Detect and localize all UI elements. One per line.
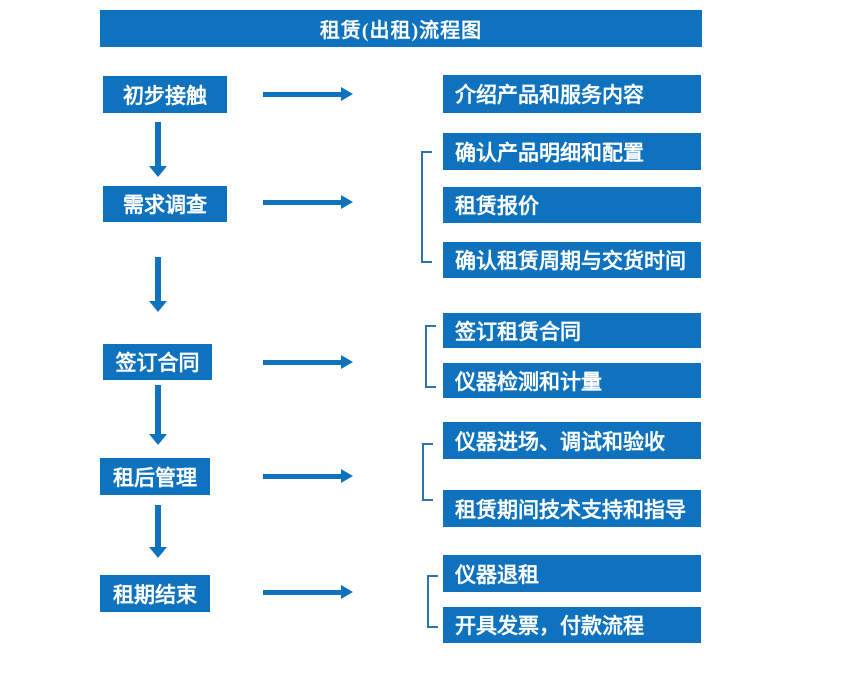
output-box-instrument-testing: 仪器检测和计量 xyxy=(443,363,701,398)
arrow-shaft xyxy=(155,505,161,548)
output-box-confirm-rental-period: 确认租赁周期与交货时间 xyxy=(443,242,701,278)
right-arrow-icon-1 xyxy=(263,87,353,101)
arrow-shaft xyxy=(263,92,342,97)
step-box-initial-contact: 初步接触 xyxy=(103,76,227,113)
step-box-demand-survey: 需求调查 xyxy=(103,186,227,222)
group-bracket-demand-survey xyxy=(421,151,432,263)
arrow-head xyxy=(341,585,353,599)
output-box-sign-rental-contract: 签订租赁合同 xyxy=(443,313,701,348)
down-arrow-icon-4 xyxy=(149,505,167,558)
right-arrow-icon-2 xyxy=(263,195,353,209)
arrow-head xyxy=(149,434,167,445)
step-box-post-rental-management: 租后管理 xyxy=(100,458,210,495)
step-box-sign-contract: 签订合同 xyxy=(103,344,212,380)
step-box-rental-end: 租期结束 xyxy=(100,575,210,612)
arrow-shaft xyxy=(263,360,342,365)
group-bracket-post-rental xyxy=(422,443,433,501)
arrow-head xyxy=(341,195,353,209)
right-arrow-icon-5 xyxy=(263,585,353,599)
output-box-instrument-arrival: 仪器进场、调试和验收 xyxy=(443,422,701,459)
arrow-shaft xyxy=(263,474,342,479)
down-arrow-icon-3 xyxy=(149,385,167,445)
output-box-rental-quote: 租赁报价 xyxy=(443,187,701,223)
output-box-technical-support: 租赁期间技术支持和指导 xyxy=(443,490,701,527)
arrow-head xyxy=(149,547,167,558)
arrow-head xyxy=(149,301,167,312)
arrow-shaft xyxy=(155,122,161,167)
down-arrow-icon-1 xyxy=(149,122,167,177)
output-box-instrument-return: 仪器退租 xyxy=(443,555,701,592)
group-bracket-sign-contract xyxy=(425,325,436,388)
diagram-title-bar: 租赁(出租)流程图 xyxy=(100,10,702,47)
group-bracket-rental-end xyxy=(427,575,438,628)
arrow-head xyxy=(149,166,167,177)
arrow-head xyxy=(341,355,353,369)
diagram-title: 租赁(出租)流程图 xyxy=(319,20,483,42)
output-box-introduce-products: 介绍产品和服务内容 xyxy=(443,75,701,113)
arrow-shaft xyxy=(263,200,342,205)
arrow-head xyxy=(341,469,353,483)
output-box-confirm-product-details: 确认产品明细和配置 xyxy=(443,133,701,170)
right-arrow-icon-3 xyxy=(263,355,353,369)
down-arrow-icon-2 xyxy=(149,257,167,312)
arrow-head xyxy=(341,87,353,101)
output-box-invoice-payment: 开具发票，付款流程 xyxy=(443,607,701,643)
arrow-shaft xyxy=(155,385,161,435)
right-arrow-icon-4 xyxy=(263,469,353,483)
arrow-shaft xyxy=(263,590,342,595)
arrow-shaft xyxy=(155,257,161,302)
